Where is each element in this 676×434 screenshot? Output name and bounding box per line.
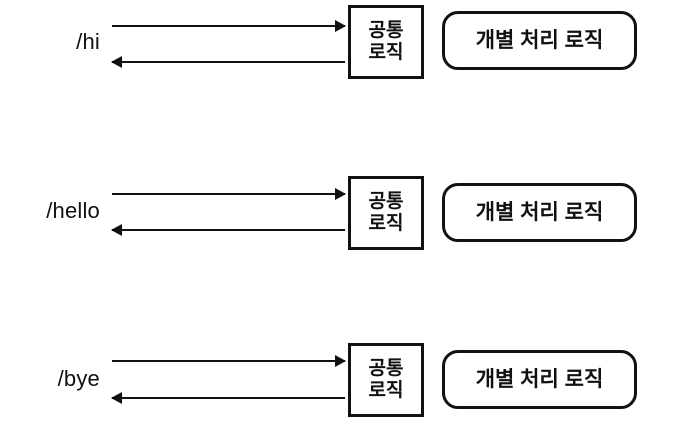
response-arrow: [111, 391, 345, 405]
arrow-shaft: [112, 61, 345, 63]
common-logic-label-line1: 공통: [368, 357, 404, 379]
route-label: /hi: [76, 29, 100, 54]
arrow-shaft: [112, 360, 345, 362]
arrowhead-right-icon: [335, 20, 346, 32]
arrowhead-right-icon: [335, 355, 346, 367]
common-logic-label-line2: 로직: [368, 380, 404, 401]
arrow-shaft: [112, 25, 345, 27]
response-arrow: [111, 55, 345, 69]
response-arrow: [111, 223, 345, 237]
common-logic-label-line2: 로직: [368, 213, 404, 234]
individual-logic-box: 개별 처리 로직: [442, 183, 637, 242]
individual-logic-label: 개별 처리 로직: [475, 28, 604, 52]
common-logic-label-line1: 공통: [368, 19, 404, 41]
common-logic-label-line1: 공통: [368, 190, 404, 212]
arrowhead-right-icon: [335, 188, 346, 200]
arrow-shaft: [112, 193, 345, 195]
arrowhead-left-icon: [111, 392, 122, 404]
request-arrow: [112, 187, 346, 201]
arrowhead-left-icon: [111, 224, 122, 236]
individual-logic-label: 개별 처리 로직: [475, 200, 604, 224]
request-arrow: [112, 19, 346, 33]
request-arrow: [112, 354, 346, 368]
route-label: /hello: [46, 198, 100, 223]
arrow-shaft: [112, 397, 345, 399]
individual-logic-box: 개별 처리 로직: [442, 11, 637, 70]
individual-logic-box: 개별 처리 로직: [442, 350, 637, 409]
individual-logic-label: 개별 처리 로직: [475, 367, 604, 391]
arrowhead-left-icon: [111, 56, 122, 68]
route-label: /bye: [57, 366, 100, 391]
arrow-shaft: [112, 229, 345, 231]
common-logic-label-line2: 로직: [368, 42, 404, 63]
